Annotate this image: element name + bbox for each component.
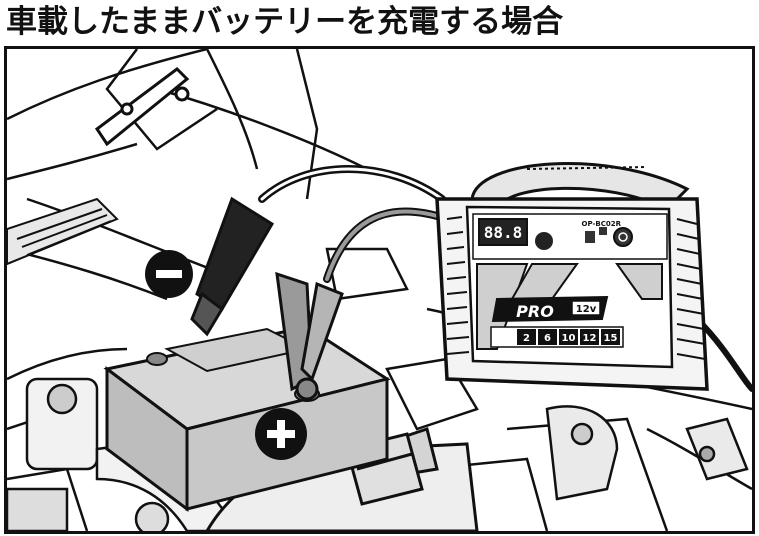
amp-value: 2	[523, 333, 530, 344]
engine-bay-illustration: 88.8 OP-BC02R PRO 12v 2 6 10 12 15	[7, 49, 752, 531]
positive-symbol-icon	[255, 408, 307, 460]
amp-settings: 2 6 10 12 15	[517, 329, 620, 345]
amp-value: 15	[604, 333, 618, 344]
battery-charger: 88.8 OP-BC02R PRO 12v 2 6 10 12 15	[435, 162, 709, 391]
power-button	[613, 227, 633, 247]
negative-clip	[190, 196, 278, 337]
negative-post	[146, 352, 168, 366]
amp-cell	[559, 329, 578, 345]
charger-cables	[258, 165, 752, 392]
radiator-grille	[7, 197, 119, 266]
amp-cell	[538, 329, 557, 345]
page-title: 車載したままバッテリーを充電する場合	[6, 4, 564, 40]
amp-cell	[601, 329, 620, 345]
voltage-label: 12v	[576, 304, 597, 315]
illustration-frame: 88.8 OP-BC02R PRO 12v 2 6 10 12 15	[4, 46, 755, 534]
brand-logo: PRO	[516, 302, 554, 321]
hood-strut	[94, 67, 190, 147]
lcd-display	[478, 218, 528, 246]
right-components	[545, 405, 749, 501]
amp-value: 6	[544, 333, 551, 344]
amp-cell	[517, 329, 536, 345]
negative-symbol-icon	[145, 250, 193, 298]
lcd-readout: 88.8	[484, 223, 523, 242]
select-button	[585, 231, 595, 243]
amp-value: 12	[583, 333, 597, 344]
positive-clip	[275, 271, 344, 401]
amp-cell	[580, 329, 599, 345]
model-label: OP-BC02R	[582, 220, 622, 228]
amp-value: 10	[562, 333, 576, 344]
power-icon	[618, 232, 628, 242]
mode-button	[535, 232, 553, 250]
